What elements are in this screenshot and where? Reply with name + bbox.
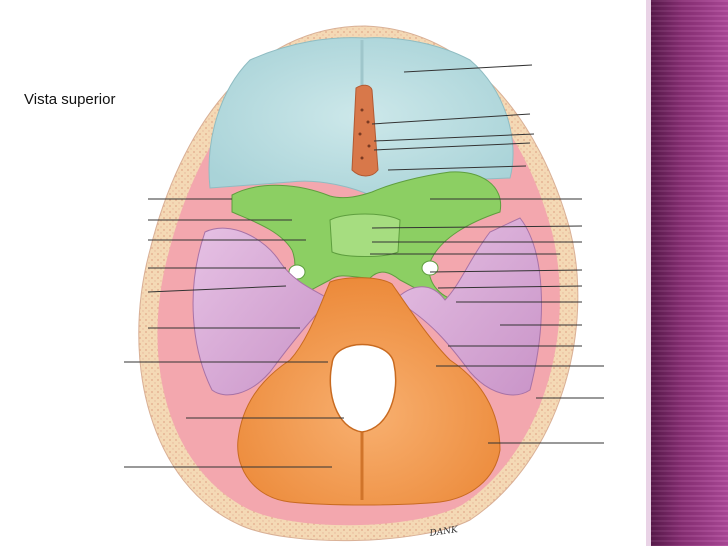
artist-signature: DANK (428, 525, 460, 539)
leader-line (429, 269, 583, 273)
ethmoid-bone (351, 84, 379, 177)
side-band-edge (646, 0, 651, 546)
leader-line (373, 142, 531, 151)
leader-line (371, 113, 531, 125)
foramen-right (421, 260, 439, 276)
leader-lines-right (370, 64, 604, 444)
temporal-bone-left (192, 227, 331, 396)
leader-line (147, 285, 287, 293)
leader-line (373, 133, 535, 142)
decorative-side-band (651, 0, 728, 546)
leader-line (437, 285, 583, 289)
slide-title: Vista superior (24, 91, 116, 108)
foramen-magnum (329, 343, 397, 433)
leader-line (371, 225, 583, 229)
leader-lines-left (124, 198, 344, 468)
temporal-bone-right (394, 217, 542, 396)
skull-base-diagram: DANK (124, 25, 604, 542)
cribriform-holes (358, 108, 371, 160)
leader-line (403, 64, 533, 73)
leader-line (387, 165, 527, 171)
sella-turcica (329, 213, 401, 257)
